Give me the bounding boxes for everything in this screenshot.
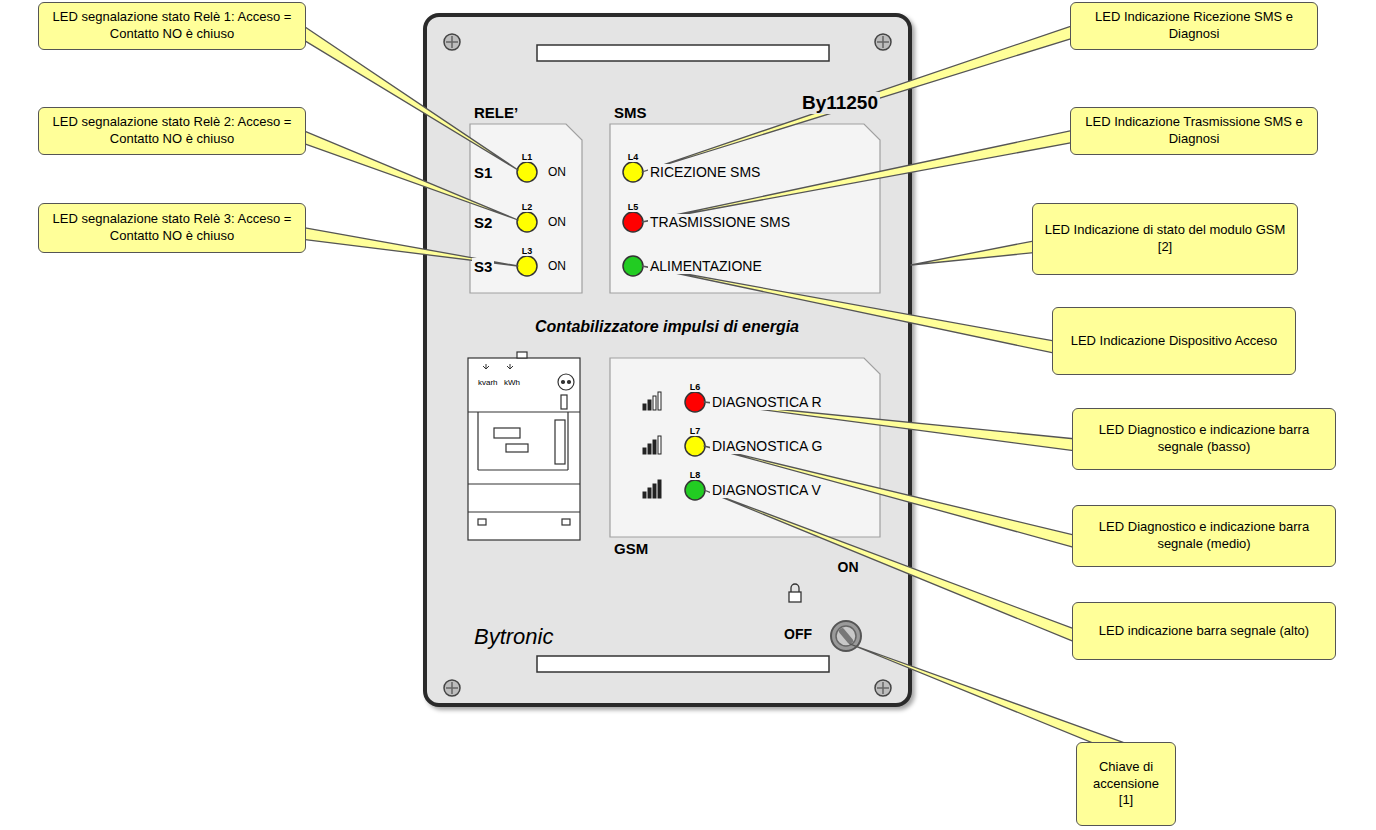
led-text: TRASMISSIONE SMS [648, 214, 792, 230]
relay-name: S3 [472, 258, 494, 275]
vent-slot [537, 45, 829, 61]
signal-bars [643, 392, 661, 498]
meter-text: kvarh [476, 378, 500, 387]
callout-text: LED segnalazione stato Relè 1: Acceso = … [47, 9, 297, 43]
relay-name: S1 [472, 164, 494, 181]
callout-pointer [298, 130, 518, 220]
screws [444, 34, 891, 696]
energy-meter-illustration [468, 352, 580, 540]
section-title: GSM [612, 540, 650, 557]
section-title: RELE’ [472, 104, 520, 121]
callout-text: LED Diagnostico e indicazione barra segn… [1081, 519, 1327, 553]
sms-section [610, 124, 880, 293]
callout-box: LED segnalazione stato Relè 3: Acceso = … [38, 203, 306, 253]
panel-housing [425, 15, 910, 705]
callout-pointer [642, 130, 1077, 222]
relay-name: S2 [472, 214, 494, 231]
led-text: RICEZIONE SMS [648, 164, 762, 180]
state-text: ON [546, 166, 568, 180]
callout-pointer [642, 266, 1059, 354]
led-id: L4 [626, 152, 641, 162]
callout-text: LED Indicazione Dispositivo Acceso [1071, 333, 1278, 350]
state-text: ON [546, 260, 568, 274]
switch-state: ON [836, 559, 861, 575]
callout-pointer [911, 240, 1039, 265]
callout-box: LED Diagnostico e indicazione barra segn… [1072, 505, 1336, 567]
callout-box: LED Indicazione Trasmissione SMS e Diagn… [1070, 107, 1318, 155]
led-id: L8 [688, 470, 703, 480]
callout-text: LED Diagnostico e indicazione barra segn… [1081, 422, 1327, 456]
led-id: L7 [688, 426, 703, 436]
led-text: DIAGNOSTICA R [710, 394, 824, 410]
callout-pointer [704, 446, 1079, 548]
brand-name: Bytronic [472, 624, 555, 649]
callout-text: LED indicazione barra segnale (alto) [1099, 623, 1309, 640]
led-id: L2 [520, 202, 535, 212]
led-id: L3 [520, 246, 535, 256]
callout-box: LED Indicazione di stato del modulo GSM … [1032, 203, 1298, 275]
led-id: L1 [520, 152, 535, 162]
section-title: SMS [612, 104, 649, 121]
callout-text: LED Indicazione Trasmissione SMS e Diagn… [1079, 114, 1309, 148]
callout-box: Chiave di accensione [1] [1076, 742, 1176, 826]
switch-state: OFF [782, 626, 814, 642]
device-subtitle: Contabilizzatore impulsi di energia [533, 318, 801, 336]
callout-pointer [850, 644, 1123, 754]
callout-pointer [704, 490, 1080, 642]
callout-box: LED segnalazione stato Relè 1: Acceso = … [38, 2, 306, 50]
callout-text: LED segnalazione stato Relè 2: Acceso = … [47, 114, 297, 148]
led-id: L6 [688, 382, 703, 392]
callout-box: LED Indicazione Dispositivo Acceso [1052, 307, 1296, 375]
led-text: ALIMENTAZIONE [648, 258, 764, 274]
callout-box: LED Diagnostico e indicazione barra segn… [1072, 408, 1336, 470]
callout-box: LED indicazione barra segnale (alto) [1072, 602, 1336, 660]
meter-text: kWh [502, 378, 522, 387]
led-id: L5 [626, 202, 641, 212]
model-name: By11250 [800, 92, 880, 114]
callout-text: LED Indicazione Ricezione SMS e Diagnosi [1079, 9, 1309, 43]
callout-text: LED segnalazione stato Relè 3: Acceso = … [47, 211, 297, 245]
callout-box: LED Indicazione Ricezione SMS e Diagnosi [1070, 2, 1318, 50]
callout-text: LED Indicazione di stato del modulo GSM … [1041, 222, 1289, 256]
gsm-section [610, 358, 880, 537]
led-text: DIAGNOSTICA G [710, 438, 824, 454]
callout-text: Chiave di accensione [1] [1085, 759, 1167, 810]
callout-box: LED segnalazione stato Relè 2: Acceso = … [38, 107, 306, 155]
led-text: DIAGNOSTICA V [710, 482, 823, 498]
state-text: ON [546, 216, 568, 230]
vent-slot [537, 656, 829, 672]
